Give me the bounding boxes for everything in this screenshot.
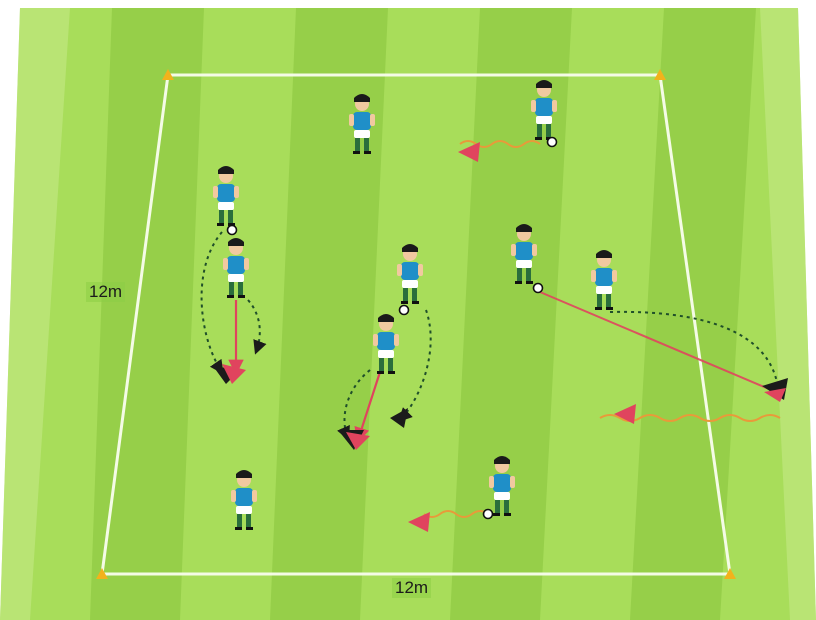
ball [534,284,543,293]
bottom-length-label: 12m [392,578,431,598]
side-length-label: 12m [86,282,125,302]
ball [228,226,237,235]
ball [400,306,409,315]
ball [484,510,493,519]
ball [548,138,557,147]
